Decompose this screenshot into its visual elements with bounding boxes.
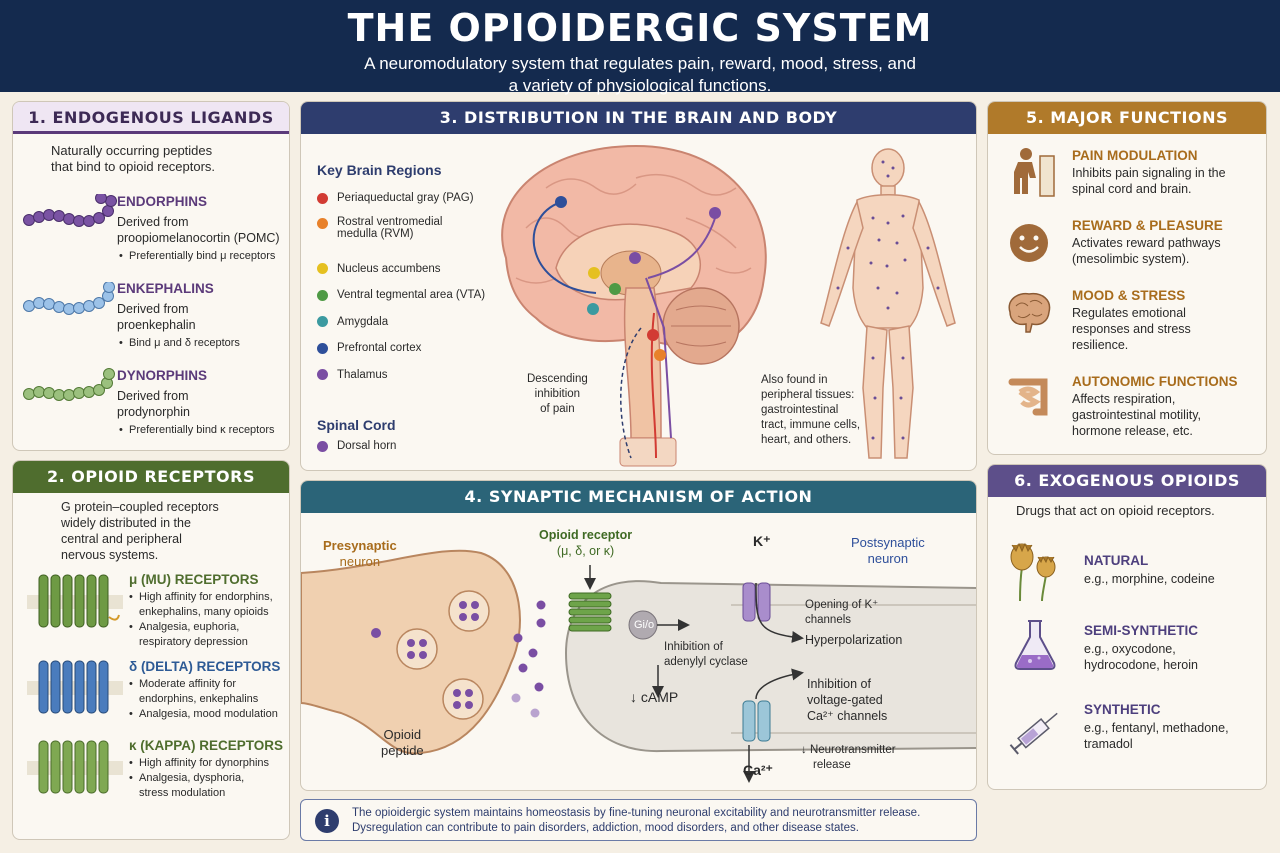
nt-release-label: ↓ Neurotransmitter release (801, 744, 896, 771)
receptors-intro: G protein–coupled receptors widely distr… (61, 500, 219, 562)
kappa-receptor-item: κ (KAPPA) RECEPTORS High affinity for dy… (129, 738, 283, 801)
poppy-icon (1006, 537, 1062, 608)
enkephalin-chain-icon (23, 281, 119, 325)
dynorphin-chain-icon (23, 368, 119, 411)
info-icon: i (315, 809, 339, 833)
exogenous-natural: NATURAL e.g., morphine, codeine (1084, 553, 1215, 586)
syringe-icon (1004, 701, 1066, 768)
receptors-title: 2. OPIOID RECEPTORS (13, 461, 289, 493)
brain-regions-heading: Key Brain Regions (317, 162, 442, 178)
ligands-intro: Naturally occurring peptides that bind t… (51, 143, 216, 174)
ca-ion-label: Ca²⁺ (743, 762, 773, 778)
brain-illustration (486, 138, 776, 470)
postsynaptic-label: Postsynaptic neuron (851, 535, 925, 566)
hyperpolarization-label: Hyperpolarization (805, 633, 903, 647)
presynaptic-label: Presynaptic neuron (323, 538, 397, 569)
note-line1: The opioidergic system maintains homeost… (352, 807, 921, 819)
header: THE OPIOIDERGIC SYSTEM A neuromodulatory… (0, 0, 1280, 95)
peripheral-tissues-label: Also found in peripheral tissues: gastro… (761, 374, 861, 446)
kappa-receptor-icon (25, 735, 125, 806)
page-title: THE OPIOIDERGIC SYSTEM (347, 6, 933, 50)
k-ion-label: K⁺ (753, 533, 771, 549)
adenylyl-cyclase-label: Inhibition of adenylyl cyclase (664, 641, 748, 668)
person-cane-icon (1006, 146, 1056, 203)
info-note: i The opioidergic system maintains homeo… (300, 799, 977, 841)
region-vta: Ventral tegmental area (VTA) (317, 282, 507, 309)
delta-receptor-item: δ (DELTA) RECEPTORS Moderate affinity fo… (129, 659, 280, 722)
endorphin-chain-icon (23, 192, 119, 237)
region-pag: Periaqueductal gray (PAG) (317, 185, 507, 212)
region-dorsal-horn: Dorsal horn (317, 433, 396, 460)
ca-channel-effect: Inhibition of voltage-gated Ca²⁺ channel… (807, 677, 888, 723)
intestine-icon (1004, 374, 1052, 427)
note-line2: Dysregulation can contribute to pain dis… (352, 822, 859, 834)
enkephalins-item: ENKEPHALINS Derived from proenkephalin B… (117, 281, 240, 351)
camp-label: ↓ cAMP (630, 689, 679, 705)
descending-inhibition-label: Descending inhibition of pain (527, 373, 588, 415)
brain-icon (1004, 290, 1054, 339)
dynorphins-item: DYNORPHINS Derived from prodynorphin Pre… (117, 368, 275, 438)
brain-regions-list: Periaqueductal gray (PAG) Rostral ventro… (317, 185, 507, 388)
ligands-title: 1. ENDOGENOUS LIGANDS (13, 102, 289, 134)
page-subtitle-line1: A neuromodulatory system that regulates … (364, 54, 916, 73)
function-mood-stress: MOOD & STRESS Regulates emotional respon… (1072, 288, 1191, 352)
region-prefrontal: Prefrontal cortex (317, 335, 507, 362)
region-nucleus-accumbens: Nucleus accumbens (317, 256, 507, 283)
k-channel-effect: Opening of K⁺ channels (805, 599, 879, 626)
functions-panel: 5. MAJOR FUNCTIONS PAIN MODULATION Inhib… (987, 101, 1267, 455)
spinal-cord-heading: Spinal Cord (317, 417, 396, 433)
mu-receptor-icon (25, 569, 125, 640)
exogenous-title: 6. EXOGENOUS OPIOIDS (988, 465, 1266, 497)
function-reward: REWARD & PLEASURE Activates reward pathw… (1072, 218, 1223, 266)
exogenous-semi-synthetic: SEMI-SYNTHETIC e.g., oxycodone, hydrocod… (1084, 623, 1199, 672)
opioid-receptor-label: Opioid receptor (μ, δ, or κ) (539, 528, 633, 558)
function-autonomic: AUTONOMIC FUNCTIONS Affects respiration,… (1072, 374, 1238, 438)
g-protein-label: Gi/o (634, 619, 655, 631)
exogenous-intro: Drugs that act on opioid receptors. (1016, 503, 1215, 518)
synapse-title: 4. SYNAPTIC MECHANISM OF ACTION (301, 481, 976, 513)
ligands-panel: 1. ENDOGENOUS LIGANDS Naturally occurrin… (12, 101, 290, 451)
synapse-illustration (301, 513, 976, 790)
body-illustration (813, 148, 963, 470)
distribution-title: 3. DISTRIBUTION IN THE BRAIN AND BODY (301, 102, 976, 134)
exogenous-panel: 6. EXOGENOUS OPIOIDS Drugs that act on o… (987, 464, 1267, 790)
functions-title: 5. MAJOR FUNCTIONS (988, 102, 1266, 134)
opioid-peptide-label: Opioid peptide (381, 727, 424, 758)
region-amygdala: Amygdala (317, 309, 507, 336)
endorphins-item: ENDORPHINS Derived from proopiomelanocor… (117, 194, 280, 264)
region-thalamus: Thalamus (317, 362, 507, 389)
flask-icon (1012, 617, 1058, 676)
function-pain-modulation: PAIN MODULATION Inhibits pain signaling … (1072, 148, 1226, 196)
synapse-panel: 4. SYNAPTIC MECHANISM OF ACTION (300, 480, 977, 791)
page-subtitle-line2: a variety of physiological functions. (508, 76, 772, 95)
delta-receptor-icon (25, 655, 125, 726)
distribution-panel: 3. DISTRIBUTION IN THE BRAIN AND BODY Ke… (300, 101, 977, 471)
exogenous-synthetic: SYNTHETIC e.g., fentanyl, methadone, tra… (1084, 702, 1229, 751)
smiley-icon (1008, 222, 1050, 269)
mu-receptor-item: μ (MU) RECEPTORS High affinity for endor… (129, 572, 273, 650)
receptors-panel: 2. OPIOID RECEPTORS G protein–coupled re… (12, 460, 290, 840)
